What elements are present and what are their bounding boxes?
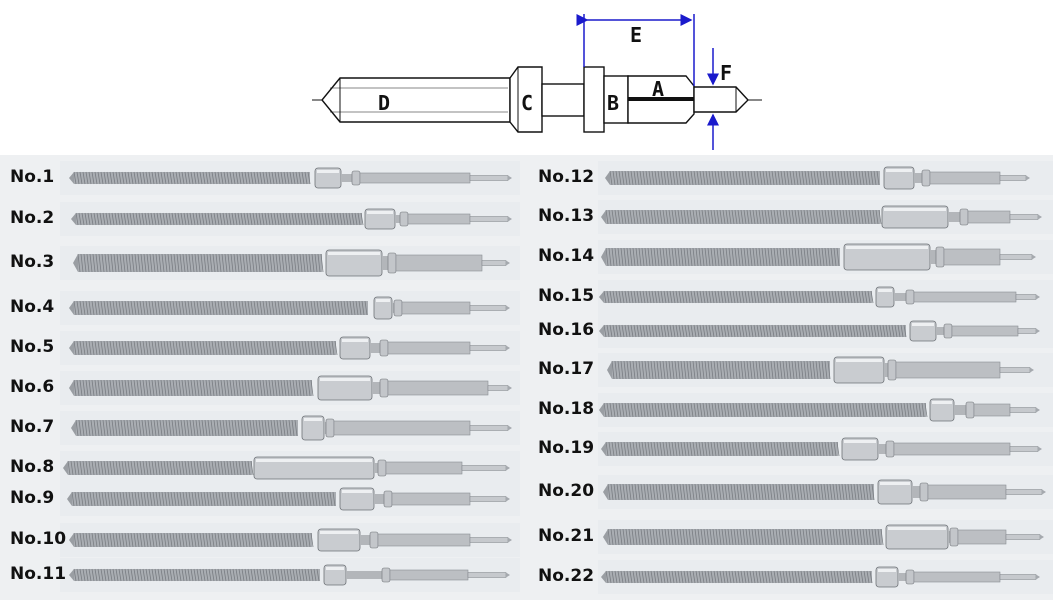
label-f: F <box>720 61 732 85</box>
stem-label-stem-2: No.2 <box>10 208 55 228</box>
stem-label-stem-18: No.18 <box>538 399 595 419</box>
winding-stem-stem-20 <box>603 479 1046 505</box>
section-b-outline <box>583 66 605 133</box>
section-d-outline <box>321 77 511 123</box>
label-c: C <box>521 91 533 115</box>
stem-label-stem-19: No.19 <box>538 438 595 458</box>
stem-label-stem-4: No.4 <box>10 297 55 317</box>
winding-stem-stem-14 <box>601 243 1036 271</box>
winding-stem-stem-13 <box>601 205 1042 229</box>
winding-stem-stem-5 <box>69 336 510 360</box>
winding-stem-stem-16 <box>599 320 1040 342</box>
label-a: A <box>652 77 664 101</box>
stem-dimension-diagram: D C B A E F <box>312 14 762 150</box>
label-b: B <box>607 91 619 115</box>
stem-label-stem-8: No.8 <box>10 457 55 477</box>
stem-label-stem-17: No.17 <box>538 359 595 379</box>
winding-stem-stem-15 <box>599 286 1040 308</box>
winding-stem-stem-18 <box>599 398 1040 422</box>
winding-stem-stem-2 <box>71 208 512 230</box>
stem-label-stem-16: No.16 <box>538 320 595 340</box>
stem-label-stem-7: No.7 <box>10 417 55 437</box>
stem-label-stem-12: No.12 <box>538 167 595 187</box>
stem-label-stem-1: No.1 <box>10 167 55 187</box>
neck-outline <box>541 83 585 117</box>
winding-stem-stem-7 <box>71 415 512 441</box>
winding-stem-stem-17 <box>607 356 1034 384</box>
label-d: D <box>378 91 390 115</box>
winding-stem-stem-12 <box>605 166 1030 190</box>
winding-stem-stem-21 <box>603 524 1044 550</box>
stem-label-stem-20: No.20 <box>538 481 595 501</box>
winding-stem-stem-9 <box>67 487 510 511</box>
stem-label-stem-14: No.14 <box>538 246 595 266</box>
stem-label-stem-11: No.11 <box>10 564 67 584</box>
winding-stem-stem-8 <box>63 456 510 480</box>
section-f-outline <box>693 86 749 113</box>
winding-stem-stem-6 <box>69 375 512 401</box>
label-e: E <box>630 23 642 47</box>
stem-label-stem-21: No.21 <box>538 526 595 546</box>
winding-stem-stem-4 <box>69 296 510 320</box>
winding-stem-stem-3 <box>73 249 510 277</box>
stem-label-stem-10: No.10 <box>10 529 67 549</box>
winding-stem-stem-1 <box>69 167 512 189</box>
stem-label-stem-13: No.13 <box>538 206 595 226</box>
winding-stem-stem-11 <box>69 564 510 586</box>
stem-label-stem-6: No.6 <box>10 377 55 397</box>
stem-label-stem-5: No.5 <box>10 337 55 357</box>
stem-label-stem-3: No.3 <box>10 252 55 272</box>
stem-label-stem-15: No.15 <box>538 286 595 306</box>
stem-label-stem-9: No.9 <box>10 488 55 508</box>
stem-label-stem-22: No.22 <box>538 566 595 586</box>
winding-stem-stem-19 <box>601 437 1042 461</box>
winding-stem-stem-10 <box>69 528 512 552</box>
winding-stem-stem-22 <box>601 566 1040 588</box>
